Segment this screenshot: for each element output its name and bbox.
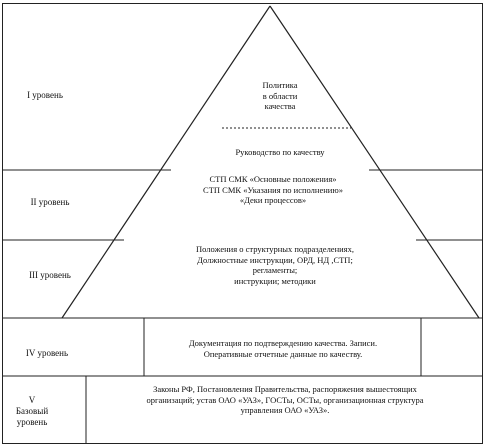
pyramid-left-edge — [61, 5, 271, 319]
base-documents-text: Законы РФ, Постановления Правительства, … — [146, 384, 424, 415]
level-2-label: II уровень — [30, 197, 70, 207]
pyramid-right-edge — [269, 5, 480, 319]
level-3-label: III уровень — [29, 270, 71, 280]
quality-manual-text: Руководство по качеству — [235, 147, 325, 157]
level-4-label: IV уровень — [25, 348, 69, 358]
smk-standards-text: СТП СМК «Основные положения» СТП СМК «Ук… — [203, 174, 343, 205]
regulations-text: Положения о структурных подразделениях, … — [196, 244, 354, 286]
quality-policy-text: Политика в области качества — [262, 80, 298, 111]
quality-records-text: Документация по подтверждению качества. … — [188, 338, 378, 359]
level-1-label: I уровень — [27, 90, 63, 100]
level-5-label: V Базовый уровень — [15, 395, 49, 427]
outer-frame — [2, 3, 483, 444]
